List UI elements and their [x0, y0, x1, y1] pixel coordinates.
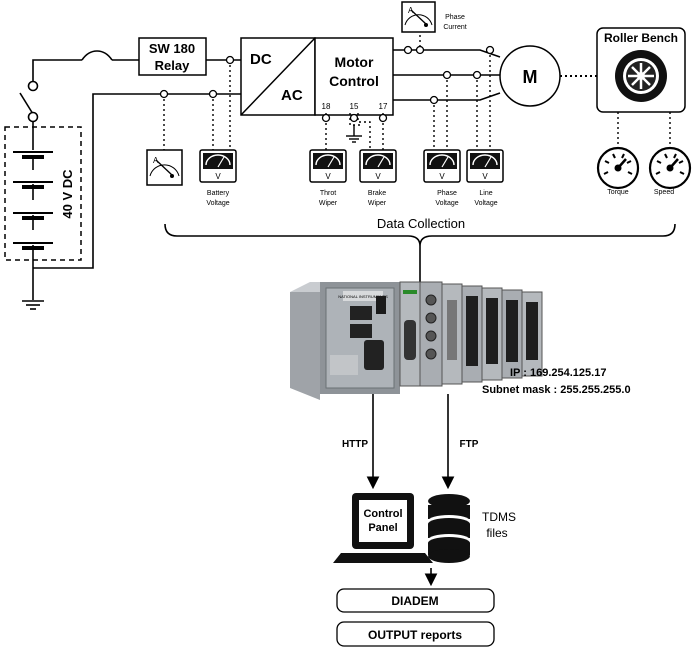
brake-wiper-label-2: Wiper	[368, 200, 387, 207]
voltmeter-brake-icon: V	[359, 149, 397, 183]
output-box	[336, 621, 495, 647]
battery-cells	[13, 151, 53, 250]
phase-current-label-2: Current	[443, 24, 466, 31]
battery-box	[4, 126, 82, 261]
inverter-dc-label: DC	[250, 51, 272, 68]
motor-control-line2: Control	[329, 73, 379, 89]
controller-ground	[346, 125, 362, 143]
throt-wiper-label-2: Wiper	[319, 200, 338, 207]
daq-subnet-label: Subnet mask : 255.255.255.0	[482, 384, 631, 396]
battery-voltage-label-2: Voltage	[206, 200, 229, 207]
control-panel-line2: Panel	[368, 522, 397, 534]
relay-label-line1: SW 180	[149, 41, 195, 56]
battery-voltage-label-1: Battery	[207, 190, 230, 197]
voltmeter-phase-icon: V	[423, 149, 461, 183]
phase-voltage-label-2: Voltage	[435, 200, 458, 207]
motor-control-box	[314, 37, 394, 116]
laptop-icon	[333, 493, 433, 563]
control-panel-line1: Control	[363, 508, 402, 520]
phase-current-meter-icon: A	[401, 1, 436, 33]
torque-label: Torque	[607, 189, 629, 196]
pin-15: 15	[350, 102, 359, 111]
pin-17: 17	[379, 102, 388, 111]
speed-label: Speed	[654, 189, 674, 196]
pin-18: 18	[322, 102, 331, 111]
motor-label: M	[523, 67, 538, 87]
battery-label: 40 V DC	[60, 169, 75, 219]
daq-brand: NATIONAL INSTRUMENTS	[338, 294, 388, 299]
line-voltage-label-2: Voltage	[474, 200, 497, 207]
voltmeter-battery-icon: V	[199, 149, 237, 183]
tdms-line2: files	[486, 526, 507, 540]
database-icon	[428, 494, 470, 563]
ammeter-icon: A	[146, 149, 183, 186]
voltmeter-line-icon: V	[466, 149, 504, 183]
output-label: OUTPUT reports	[368, 628, 462, 642]
svg-text:V: V	[325, 172, 331, 181]
daq-chassis: NATIONAL INSTRUMENTS	[290, 281, 543, 400]
diadem-label: DIADEM	[391, 594, 438, 608]
data-collection-label: Data Collection	[377, 216, 465, 231]
relay-box	[138, 37, 207, 76]
junction-dots	[159, 45, 495, 123]
switch-contacts	[27, 80, 39, 123]
speed-gauge-icon	[648, 146, 692, 190]
svg-text:V: V	[375, 172, 381, 181]
phase-voltage-label-1: Phase	[437, 190, 457, 197]
relay-label-line2: Relay	[155, 58, 190, 73]
roller-bench-label: Roller Bench	[604, 31, 678, 45]
svg-text:A: A	[153, 156, 159, 165]
motor-control-line1: Motor	[335, 54, 374, 70]
svg-text:V: V	[482, 172, 488, 181]
http-label: HTTP	[342, 439, 368, 450]
daq-ip-label: IP : 169.254.125.17	[510, 367, 606, 379]
diadem-box	[336, 588, 495, 613]
svg-text:A: A	[408, 6, 414, 15]
ftp-label: FTP	[460, 439, 479, 450]
throt-wiper-label-1: Throt	[320, 190, 336, 197]
svg-text:V: V	[215, 172, 221, 181]
torque-gauge-icon	[596, 146, 640, 190]
phase-current-label-1: Phase	[445, 14, 465, 21]
svg-text:V: V	[439, 172, 445, 181]
voltmeter-throttle-icon: V	[309, 149, 347, 183]
brake-wiper-label-1: Brake	[368, 190, 386, 197]
wheel-icon	[615, 50, 667, 102]
line-voltage-label-1: Line	[479, 190, 492, 197]
tdms-line1: TDMS	[482, 510, 516, 524]
inverter-ac-label: AC	[281, 87, 303, 104]
